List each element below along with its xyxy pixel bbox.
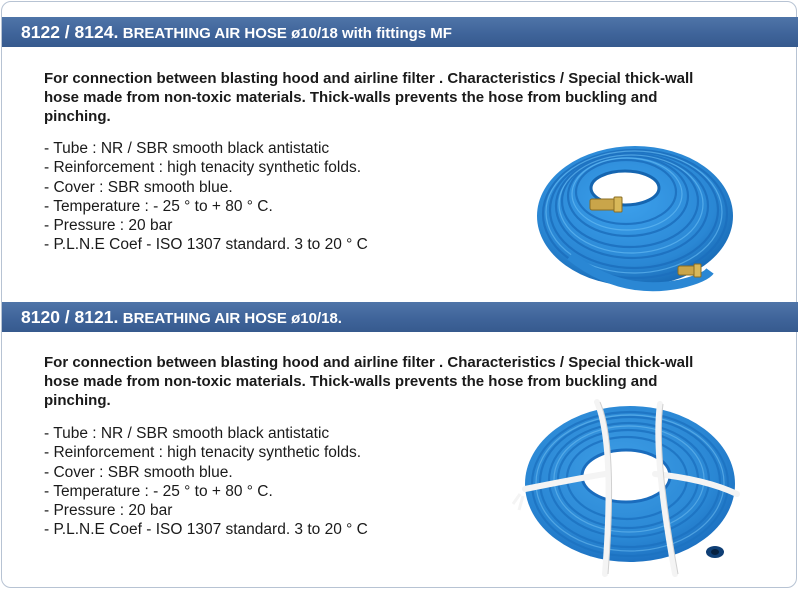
spec-item: - Pressure : 20 bar (44, 217, 173, 235)
spec-item: - Reinforcement : high tenacity syntheti… (44, 444, 362, 462)
product-section: For connection between blasting hood and… (0, 332, 800, 591)
product-description: For connection between blasting hood and… (44, 354, 694, 409)
hose-roll-image (511, 399, 740, 577)
spec-item: - Reinforcement : high tenacity syntheti… (44, 159, 362, 177)
hose-coil-image (537, 146, 733, 292)
product-section: For connection between blasting hood and… (0, 47, 800, 302)
spec-item: - Cover : SBR smooth blue. (44, 463, 233, 481)
product-code: 8122 / 8124. (21, 22, 119, 42)
product-title: BREATHING AIR HOSE ø10/18 with fittings … (122, 25, 452, 42)
spec-list: - Tube : NR / SBR smooth black antistati… (44, 139, 504, 255)
spec-item: - Temperature : - 25 ° to + 80 ° C. (44, 197, 273, 215)
product-title: BREATHING AIR HOSE ø10/18. (122, 310, 342, 327)
product-header: 8122 / 8124. BREATHING AIR HOSE ø10/18 w… (2, 17, 798, 47)
spec-item: - Tube : NR / SBR smooth black antistati… (44, 425, 330, 442)
spec-item: - Tube : NR / SBR smooth black antistati… (44, 140, 330, 157)
spec-item: - Temperature : - 25 ° to + 80 ° C. (44, 482, 273, 500)
spec-item: - P.L.N.E Coef - ISO 1307 standard. 3 to… (44, 236, 368, 254)
spec-list: - Tube : NR / SBR smooth black antistati… (44, 424, 504, 540)
spec-item: - Cover : SBR smooth blue. (44, 178, 233, 196)
product-code: 8120 / 8121. (21, 307, 119, 327)
product-header: 8120 / 8121. BREATHING AIR HOSE ø10/18. (2, 302, 798, 332)
product-description: For connection between blasting hood and… (44, 70, 694, 125)
spec-item: - Pressure : 20 bar (44, 502, 173, 520)
spec-item: - P.L.N.E Coef - ISO 1307 standard. 3 to… (44, 521, 368, 539)
